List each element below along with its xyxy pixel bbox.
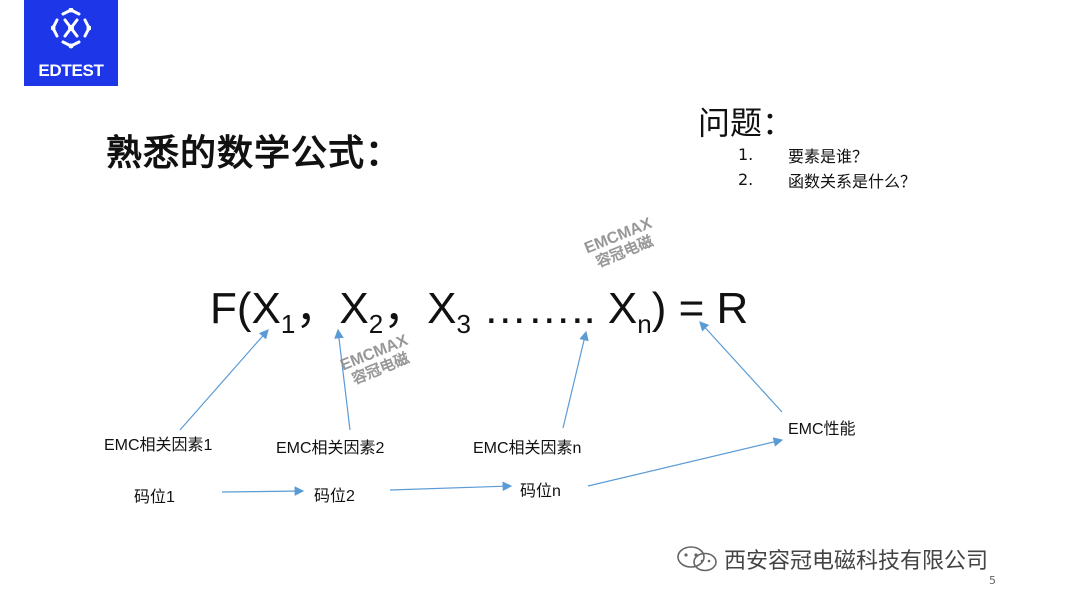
factor-2-label: EMC相关因素2 xyxy=(276,440,385,457)
factor-1-label: EMC相关因素1 xyxy=(104,437,213,454)
logo-text: EDTEST xyxy=(38,61,104,80)
arrow-factorn-to-xn xyxy=(562,330,589,429)
arrow-factor2-to-x2 xyxy=(334,328,351,431)
arrow-factor1-to-x1 xyxy=(179,329,269,431)
formula: F(X1，X2，X3 …….. Xn) = R xyxy=(210,272,748,340)
formula-sub-n: n xyxy=(637,309,652,339)
code-1-label: 码位1 xyxy=(134,489,175,506)
edtest-logo: EDTEST xyxy=(24,0,118,86)
question-text: 函数关系是什么？ xyxy=(788,171,917,191)
question-item: 1. 要素是谁？ xyxy=(738,142,916,167)
factor-n-label: EMC相关因素n xyxy=(473,440,582,457)
wechat-icon xyxy=(677,546,717,572)
arrow-code2-to-coden xyxy=(389,481,513,492)
formula-sub-2: 2 xyxy=(368,309,384,339)
emc-performance-label: EMC性能 xyxy=(788,421,856,438)
arrow-coden-to-perf xyxy=(587,437,784,487)
company-footer: 西安容冠电磁科技有限公司 xyxy=(676,543,988,575)
formula-sep-1: ，X xyxy=(295,284,369,333)
code-2-label: 码位2 xyxy=(314,488,355,505)
page-number: 5 xyxy=(989,574,996,587)
formula-dots: …….. X xyxy=(471,284,638,333)
logo-mark-icon xyxy=(51,8,91,49)
question-text: 要素是谁？ xyxy=(788,146,869,166)
formula-sub-3: 3 xyxy=(456,309,472,339)
formula-sep-2: ，X xyxy=(383,284,457,333)
formula-sub-1: 1 xyxy=(280,309,296,339)
formula-open: F(X xyxy=(210,284,281,333)
arrow-perf-to-r xyxy=(699,321,783,413)
arrow-code1-to-code2 xyxy=(221,486,305,496)
company-name: 西安容冠电磁科技有限公司 xyxy=(724,549,989,574)
question-item: 2. 函数关系是什么？ xyxy=(738,167,916,192)
question-number: 2. xyxy=(738,170,754,189)
slide-title: 熟悉的数学公式： xyxy=(106,133,403,174)
question-number: 1. xyxy=(738,145,754,164)
questions-heading: 问题： xyxy=(698,104,795,142)
code-n-label: 码位n xyxy=(520,483,561,500)
questions-list: 1. 要素是谁？ 2. 函数关系是什么？ xyxy=(738,142,916,192)
